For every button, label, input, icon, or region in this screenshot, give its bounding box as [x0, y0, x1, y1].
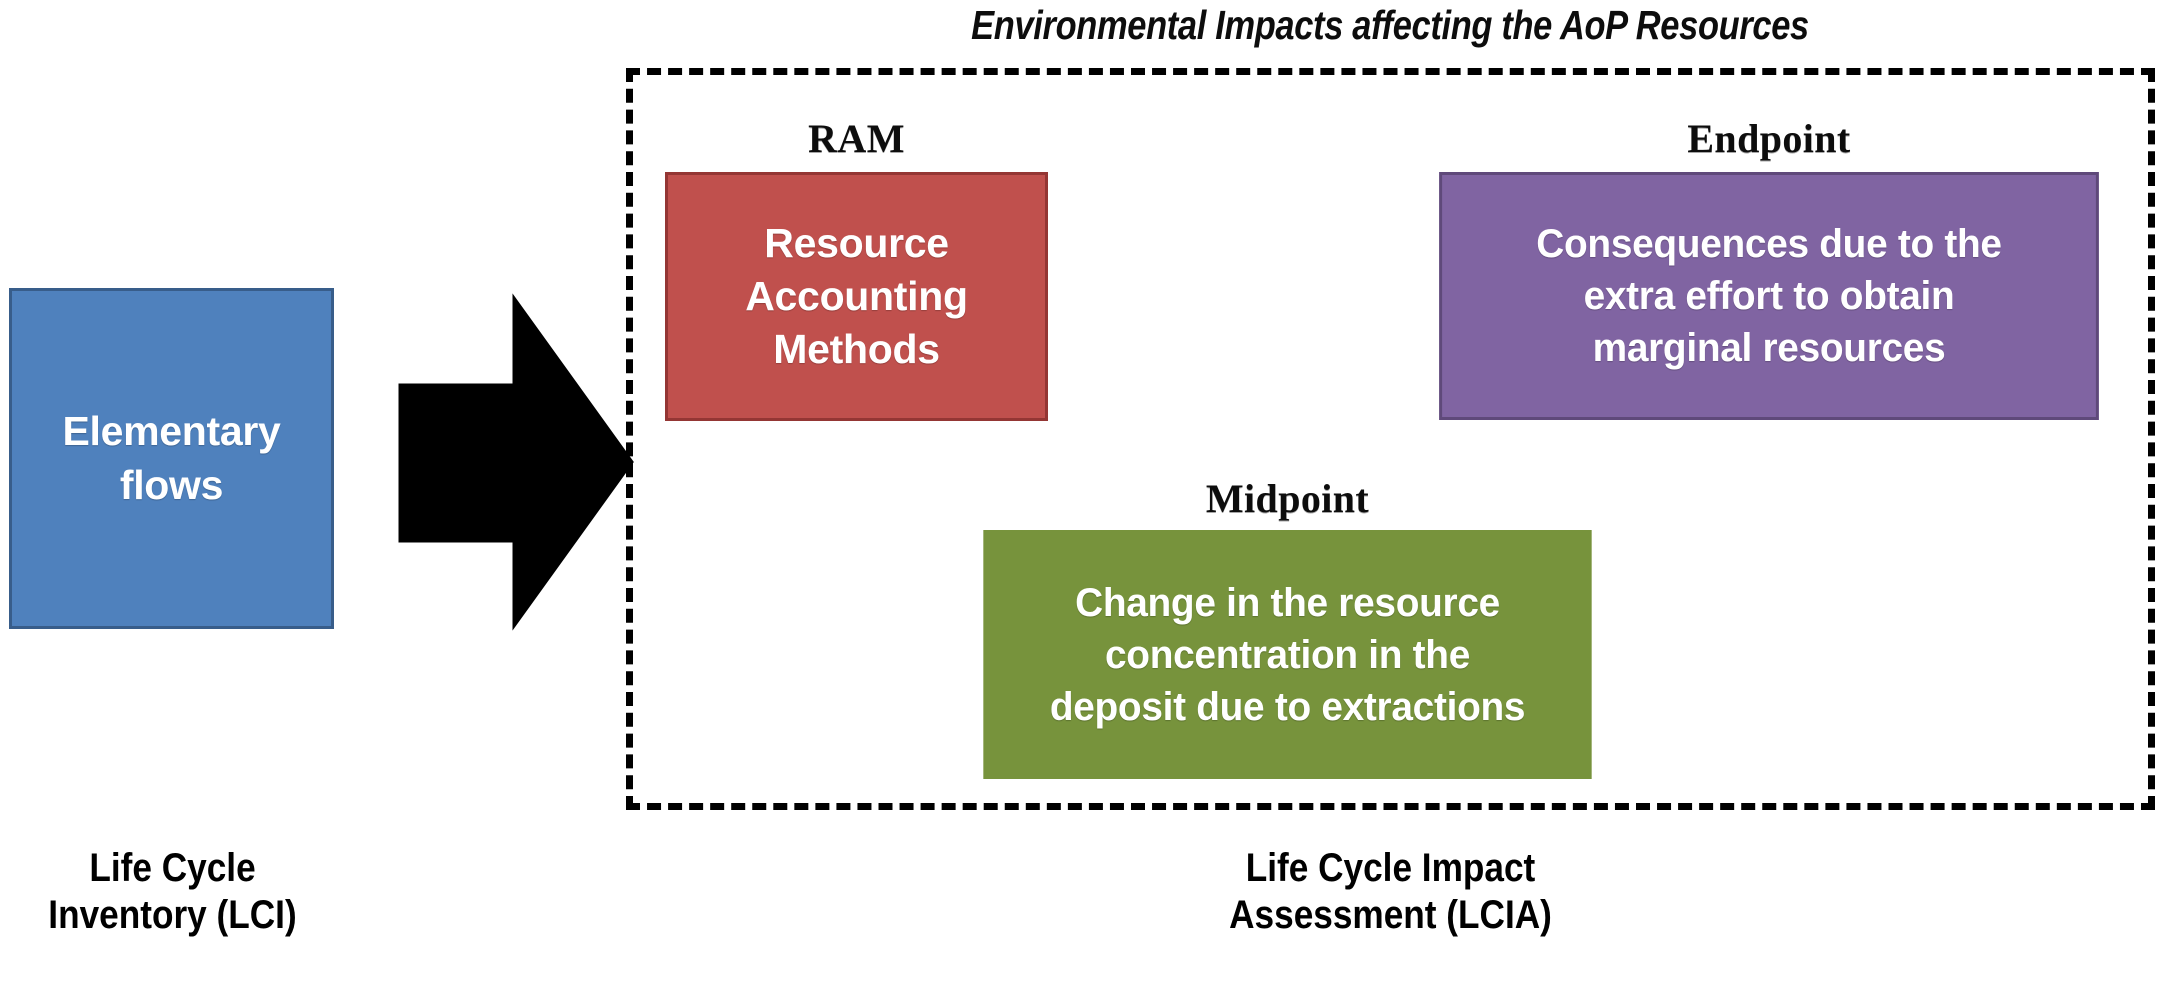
- phase-caption-lci: Life Cycle Inventory (LCI): [48, 846, 297, 937]
- node-midpoint-label: Change in the resource concentration in …: [1049, 580, 1526, 729]
- node-ram[interactable]: Resource Accounting Methods: [665, 172, 1048, 421]
- node-endpoint[interactable]: Consequences due to the extra effort to …: [1439, 172, 2099, 420]
- node-elementary-flows[interactable]: Elementary flows: [9, 288, 334, 629]
- node-ram-label: Resource Accounting Methods: [745, 219, 968, 373]
- node-elementary-flows-label: Elementary flows: [62, 408, 281, 508]
- node-midpoint[interactable]: Change in the resource concentration in …: [983, 530, 1592, 779]
- right-block-arrow-icon: [398, 292, 634, 632]
- node-ram-caption: RAM: [808, 116, 905, 161]
- node-endpoint-caption: Endpoint: [1687, 116, 1851, 161]
- lcia-boundary-box: [626, 68, 2155, 810]
- phase-caption-lcia: Life Cycle Impact Assessment (LCIA): [1229, 846, 1552, 937]
- node-midpoint-caption: Midpoint: [1205, 476, 1370, 521]
- node-endpoint-label: Consequences due to the extra effort to …: [1536, 222, 2002, 370]
- diagram-title: Environmental Impacts affecting the AoP …: [971, 2, 1809, 48]
